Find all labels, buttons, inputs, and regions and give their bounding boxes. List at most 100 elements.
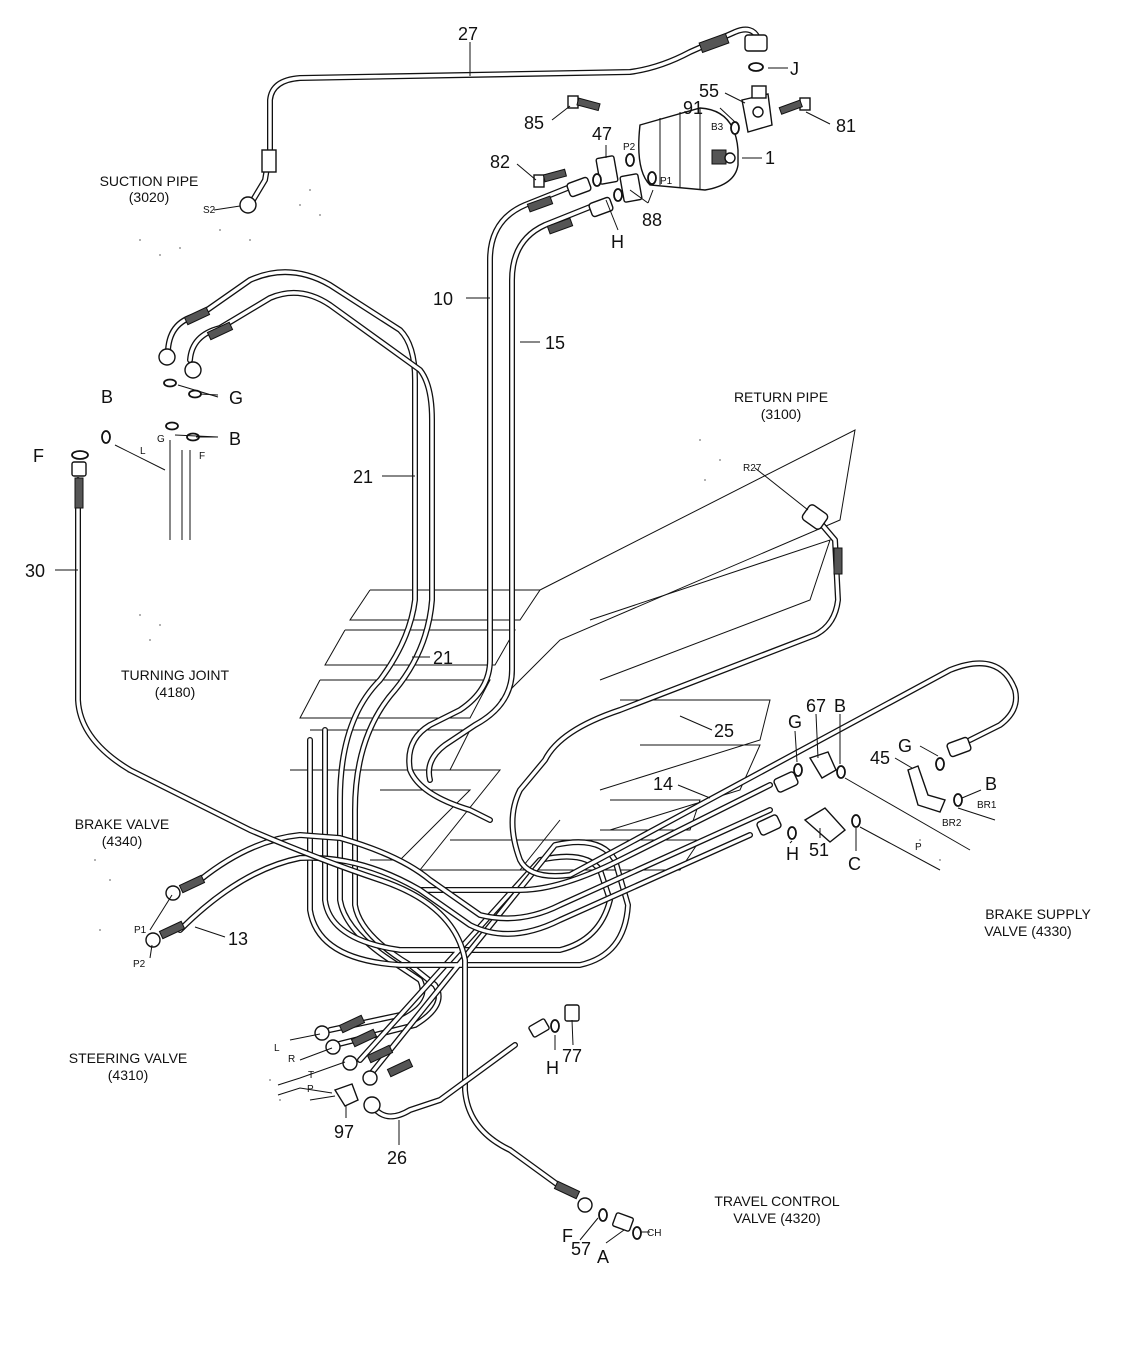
pipe-21-b bbox=[187, 289, 442, 1048]
brake-supply-rings bbox=[787, 757, 963, 840]
suction-pipe-code: (3020) bbox=[129, 189, 169, 205]
leader-lines bbox=[55, 42, 996, 1244]
turning-joint-title: TURNING JOINT bbox=[121, 667, 230, 683]
return-pipe-title: RETURN PIPE bbox=[734, 389, 828, 405]
label-82: 82 bbox=[490, 152, 510, 172]
callout-B-turning-2: B bbox=[229, 429, 241, 449]
return-pipe-fitting bbox=[801, 504, 843, 575]
label-67: 67 bbox=[806, 696, 826, 716]
turning-joint-fittings bbox=[158, 306, 234, 399]
port-BR2: BR2 bbox=[942, 818, 962, 829]
callout-B-brake-supply-2: B bbox=[985, 774, 997, 794]
steering-valve-fittings bbox=[314, 1014, 414, 1107]
part-number-labels: 27 85 47 91 55 81 82 1 88 10 15 21 21 30… bbox=[25, 24, 890, 1259]
travel-control-fittings bbox=[553, 1180, 642, 1240]
label-57: 57 bbox=[571, 1239, 591, 1259]
pipe-14 bbox=[417, 782, 773, 893]
brake-supply-valve-title: BRAKE SUPPLY bbox=[985, 906, 1091, 922]
elbow-51 bbox=[803, 807, 847, 843]
port-BR1: BR1 bbox=[977, 800, 997, 811]
pipe-27-suction bbox=[247, 26, 761, 208]
callout-F-turning: F bbox=[33, 446, 44, 466]
pipe-10-pump-fitting bbox=[526, 176, 592, 213]
section-titles: SUCTION PIPE (3020) RETURN PIPE (3100) T… bbox=[69, 173, 1092, 1226]
label-21-lower: 21 bbox=[433, 648, 453, 668]
travel-control-valve-title: TRAVEL CONTROL bbox=[714, 1193, 839, 1209]
elbow-67 bbox=[808, 751, 837, 779]
label-97: 97 bbox=[334, 1122, 354, 1142]
elbow-45 bbox=[907, 765, 946, 813]
turning-joint-ports bbox=[101, 421, 200, 540]
brake-supply-valve-code: VALVE (4330) bbox=[984, 923, 1071, 939]
pipe-26 bbox=[369, 1042, 518, 1120]
steering-valve-code: (4310) bbox=[108, 1067, 148, 1083]
label-81: 81 bbox=[836, 116, 856, 136]
port-T-steering: T bbox=[308, 1070, 314, 1081]
port-P1-pump: P1 bbox=[660, 176, 673, 187]
callout-G-brake-supply-1: G bbox=[788, 712, 802, 732]
bolt-85 bbox=[567, 95, 601, 112]
port-CH: CH bbox=[647, 1228, 661, 1239]
port-G-turning: G bbox=[157, 434, 165, 445]
pipe-27-end-fitting bbox=[698, 32, 768, 54]
label-27: 27 bbox=[458, 24, 478, 44]
label-88: 88 bbox=[642, 210, 662, 230]
label-45: 45 bbox=[870, 748, 890, 768]
port-P2-brake: P2 bbox=[133, 959, 146, 970]
callout-C: C bbox=[848, 854, 861, 874]
pipe-loop-steering-1 bbox=[322, 727, 613, 1063]
label-51: 51 bbox=[809, 840, 829, 860]
brake-valve-title: BRAKE VALVE bbox=[75, 816, 169, 832]
callout-B-turning-1: B bbox=[101, 387, 113, 407]
pipe-13-a bbox=[197, 807, 773, 922]
pipe-25-return bbox=[509, 517, 1019, 879]
gear-pump bbox=[638, 107, 739, 191]
label-26: 26 bbox=[387, 1148, 407, 1168]
pipe-21-a bbox=[165, 269, 426, 1033]
callout-H-pump: H bbox=[611, 232, 624, 252]
travel-control-valve-code: VALVE (4320) bbox=[733, 1210, 820, 1226]
label-15: 15 bbox=[545, 333, 565, 353]
pipe-26-end bbox=[363, 1096, 381, 1114]
port-R27: R27 bbox=[743, 463, 762, 474]
turning-joint-code: (4180) bbox=[155, 684, 195, 700]
port-F-turning: F bbox=[199, 451, 205, 462]
label-91: 91 bbox=[683, 98, 703, 118]
port-labels: S2 B3 P2 P1 L G F R27 BR1 BR2 P P1 P2 L … bbox=[133, 122, 997, 1239]
port-L-steering: L bbox=[274, 1043, 280, 1054]
label-13: 13 bbox=[228, 929, 248, 949]
pipe-27-suction-fitting bbox=[239, 149, 277, 214]
o-rings-pump bbox=[592, 62, 764, 202]
callout-H-steering: H bbox=[546, 1058, 559, 1078]
pipe-30 bbox=[75, 477, 568, 1193]
callout-F-travel: F bbox=[562, 1226, 573, 1246]
letter-callout-labels: J B G B F H G B G B H C H F A bbox=[33, 59, 997, 1267]
brake-valve-code: (4340) bbox=[102, 833, 142, 849]
label-25: 25 bbox=[714, 721, 734, 741]
port-B3: B3 bbox=[711, 122, 724, 133]
label-10: 10 bbox=[433, 289, 453, 309]
fitting-77-group bbox=[528, 1004, 580, 1038]
pipe-loop-steering-2 bbox=[307, 737, 631, 1078]
label-47: 47 bbox=[592, 124, 612, 144]
callout-J: J bbox=[790, 59, 799, 79]
pipe-15 bbox=[426, 202, 598, 783]
pipe-15-pump-fitting bbox=[546, 196, 614, 235]
callout-B-brake-supply-1: B bbox=[834, 696, 846, 716]
callout-G-turning: G bbox=[229, 388, 243, 408]
port-R-steering: R bbox=[288, 1054, 295, 1065]
bolt-82 bbox=[533, 168, 568, 188]
port-L-turning: L bbox=[140, 446, 146, 457]
ghost-smudges bbox=[94, 189, 941, 1101]
port-P-brake-supply: P bbox=[915, 842, 922, 853]
callout-H-brake-supply: H bbox=[786, 844, 799, 864]
return-pipe-code: (3100) bbox=[761, 406, 801, 422]
label-14: 14 bbox=[653, 774, 673, 794]
pipe-13-b bbox=[177, 832, 753, 937]
callout-A: A bbox=[597, 1247, 609, 1267]
brake-supply-pipe-fittings bbox=[756, 736, 972, 836]
port-P1-brake: P1 bbox=[134, 925, 147, 936]
label-1: 1 bbox=[765, 148, 775, 168]
label-85: 85 bbox=[524, 113, 544, 133]
port-P-steering: P bbox=[307, 1084, 314, 1095]
